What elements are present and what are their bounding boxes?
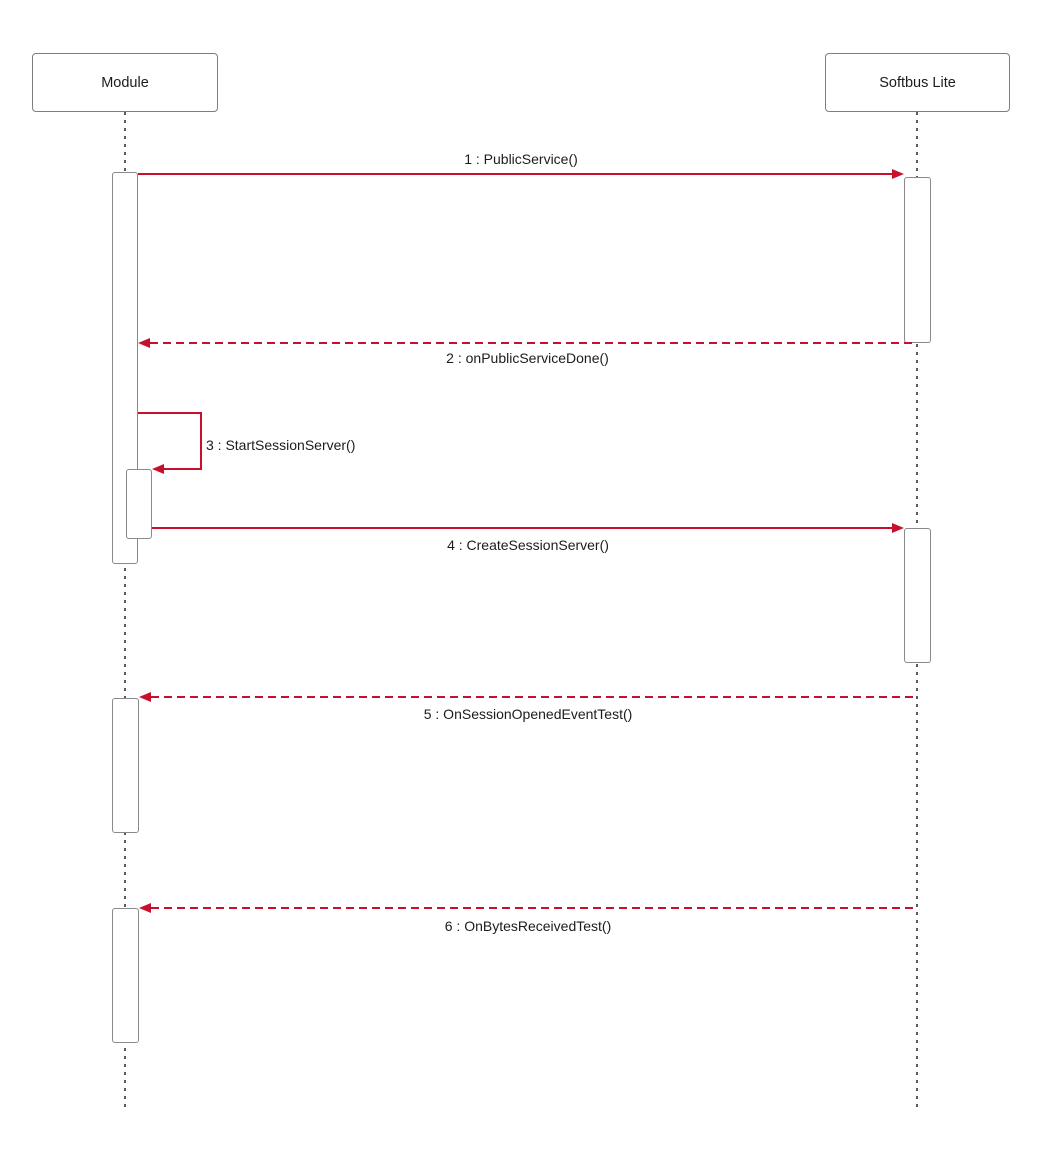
message-2-label: 2 : onPublicServiceDone() <box>446 350 609 366</box>
activation-module-2 <box>112 698 139 833</box>
participant-softbus-lite-label: Softbus Lite <box>879 74 956 91</box>
message-1-arrowhead-icon <box>892 169 904 179</box>
message-3-self-line-top <box>138 412 202 414</box>
message-3-arrowhead-icon <box>152 464 164 474</box>
message-3-label: 3 : StartSessionServer() <box>206 437 356 453</box>
participant-module-label: Module <box>101 74 149 91</box>
message-4-arrowhead-icon <box>892 523 904 533</box>
lifeline-module <box>124 112 126 1110</box>
activation-softbus-2 <box>904 528 931 663</box>
message-3-self-line-bottom <box>164 468 202 470</box>
participant-module: Module <box>32 53 218 112</box>
message-4-label: 4 : CreateSessionServer() <box>447 537 609 553</box>
message-2-arrowhead-icon <box>138 338 150 348</box>
message-6-arrowhead-icon <box>139 903 151 913</box>
activation-softbus-1 <box>904 177 931 343</box>
message-4-line <box>152 527 892 529</box>
message-5-arrowhead-icon <box>139 692 151 702</box>
participant-softbus-lite: Softbus Lite <box>825 53 1010 112</box>
message-1-label: 1 : PublicService() <box>464 151 578 167</box>
activation-module-3 <box>112 908 139 1043</box>
message-5-label: 5 : OnSessionOpenedEventTest() <box>423 706 633 722</box>
activation-module-nested <box>126 469 152 539</box>
message-6-line <box>151 907 917 909</box>
message-6-label: 6 : OnBytesReceivedTest() <box>444 918 612 934</box>
message-5-line <box>151 696 917 698</box>
message-2-line <box>150 342 917 344</box>
message-1-line <box>138 173 892 175</box>
message-3-self-line-right <box>200 412 202 470</box>
